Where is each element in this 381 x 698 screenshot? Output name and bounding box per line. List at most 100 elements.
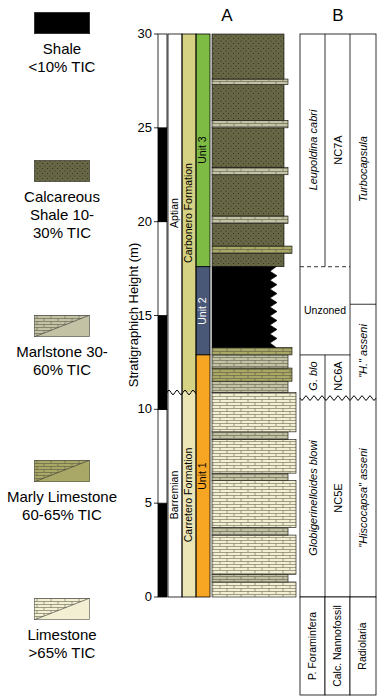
axis-tick bbox=[154, 409, 158, 410]
lithology-pattern bbox=[212, 34, 284, 79]
column-band bbox=[196, 267, 210, 355]
lithology-pattern bbox=[212, 85, 284, 121]
lithology-bed bbox=[212, 392, 296, 431]
zone-label: P. Foraminfera bbox=[307, 612, 319, 680]
stage-band: Barremian bbox=[168, 392, 182, 597]
zone-label: Globigerinelloides blowi bbox=[306, 440, 318, 556]
swatch-border bbox=[34, 12, 89, 33]
scale-bar bbox=[158, 222, 167, 316]
swatch-border bbox=[34, 315, 89, 336]
axis-tick-label: 25 bbox=[138, 120, 152, 135]
scale-bar bbox=[158, 316, 167, 410]
column-band bbox=[196, 355, 210, 597]
panel-letter: B bbox=[332, 6, 343, 26]
zone-boundary bbox=[350, 34, 351, 597]
zone-label: Carretero Formation bbox=[183, 447, 195, 542]
axis-tick-label: 0 bbox=[145, 590, 152, 605]
zone-band: NC5E bbox=[325, 398, 350, 597]
axis-tick bbox=[154, 315, 158, 316]
zone-boundary bbox=[325, 34, 326, 267]
lithology-bed bbox=[212, 347, 292, 355]
column-band bbox=[168, 392, 182, 597]
swatch-pattern bbox=[34, 460, 90, 482]
lithology-bed bbox=[212, 175, 284, 216]
swatch-pattern bbox=[34, 315, 90, 337]
swatch-pattern bbox=[34, 160, 90, 182]
axis-tick bbox=[154, 221, 158, 222]
legend-swatch bbox=[34, 460, 90, 482]
column-band bbox=[182, 34, 196, 392]
lithology-bed bbox=[212, 85, 284, 121]
column-outline bbox=[168, 34, 182, 597]
lithology-pattern bbox=[212, 128, 284, 167]
biozone-column bbox=[300, 34, 376, 597]
lithology-pattern bbox=[212, 120, 288, 128]
lithology-pattern bbox=[212, 175, 284, 216]
lithology-pattern bbox=[212, 574, 288, 582]
lithology-bed bbox=[212, 216, 288, 224]
zone-boundary bbox=[325, 355, 326, 597]
zone-boundary bbox=[300, 354, 350, 355]
lithology-pattern bbox=[212, 246, 292, 254]
lithology-bed bbox=[212, 535, 296, 574]
zone-label: Unit 1 bbox=[197, 462, 209, 489]
header-box bbox=[350, 597, 376, 695]
lithology-pattern bbox=[212, 473, 288, 481]
unconformity-line bbox=[163, 390, 196, 394]
lithology-bed bbox=[212, 368, 292, 381]
zone-label: Unit 3 bbox=[197, 137, 209, 164]
zone-label: "H." asseni bbox=[357, 324, 369, 378]
zone-label: NC5E bbox=[331, 483, 343, 512]
column-outline bbox=[182, 34, 196, 597]
zone-label: Unit 2 bbox=[197, 297, 209, 324]
scale-bar bbox=[158, 409, 167, 503]
zone-label: Radiolaria bbox=[357, 622, 369, 669]
swatch-border bbox=[34, 460, 89, 481]
column-header: P. Foraminfera bbox=[300, 597, 325, 695]
stage-band: Aptian bbox=[168, 34, 182, 392]
lithology-pattern bbox=[212, 481, 296, 528]
lithology-pattern bbox=[212, 79, 288, 85]
swatch-pattern bbox=[34, 12, 90, 34]
header-box bbox=[325, 597, 350, 695]
zone-label: Carbonero Formation bbox=[183, 163, 195, 263]
zone-label: NC7A bbox=[331, 136, 343, 165]
unit-band: Unit 2 bbox=[196, 267, 210, 355]
lithology-pattern bbox=[212, 254, 284, 267]
legend-swatch bbox=[34, 598, 90, 620]
lithology-pattern bbox=[212, 355, 288, 368]
zone-label: Turbocapsula bbox=[357, 136, 369, 202]
legend-entry: Calcareous Shale 10-30% TIC bbox=[16, 160, 108, 250]
lithology-bed bbox=[212, 355, 288, 368]
axis-tick bbox=[154, 34, 158, 35]
scale-bar bbox=[158, 128, 167, 222]
legend-text: Marlstone 30-60% TIC bbox=[16, 343, 108, 379]
unit-band: Unit 1 bbox=[196, 355, 210, 597]
axis-tick-label: 10 bbox=[138, 402, 152, 417]
zone-boundary-dashed bbox=[300, 266, 350, 267]
lithology-bed bbox=[212, 432, 288, 440]
lithology-bed bbox=[212, 381, 288, 392]
swatch-pattern bbox=[34, 160, 90, 182]
zone-band: Unzoned bbox=[300, 267, 350, 355]
lithology-pattern bbox=[212, 368, 292, 381]
zone-label: Unzoned bbox=[304, 305, 346, 317]
lithology-pattern bbox=[212, 347, 292, 355]
lithology-bed bbox=[212, 254, 284, 267]
axis-tick bbox=[154, 127, 158, 128]
zone-band: G. blo bbox=[300, 355, 325, 398]
legend-text: Shale <10% TIC bbox=[24, 40, 100, 76]
swatch-border bbox=[34, 160, 89, 181]
lithology-bed bbox=[212, 481, 296, 528]
axis-tick bbox=[154, 597, 158, 598]
zone-band: Globigerinelloides blowi bbox=[300, 398, 325, 597]
lithology-bed bbox=[212, 267, 277, 348]
column-header: Calc. Nannofossil bbox=[325, 597, 350, 695]
zone-band: "Hiscocapsa" asseni bbox=[350, 398, 376, 597]
zone-band: Leupoldina cabri bbox=[300, 34, 325, 267]
zone-band: Turbocapsula bbox=[350, 34, 376, 304]
lithology-bed bbox=[212, 528, 288, 536]
lithology-bed bbox=[212, 34, 284, 79]
column-band bbox=[182, 392, 196, 597]
zone-label: Aptian bbox=[169, 198, 181, 228]
